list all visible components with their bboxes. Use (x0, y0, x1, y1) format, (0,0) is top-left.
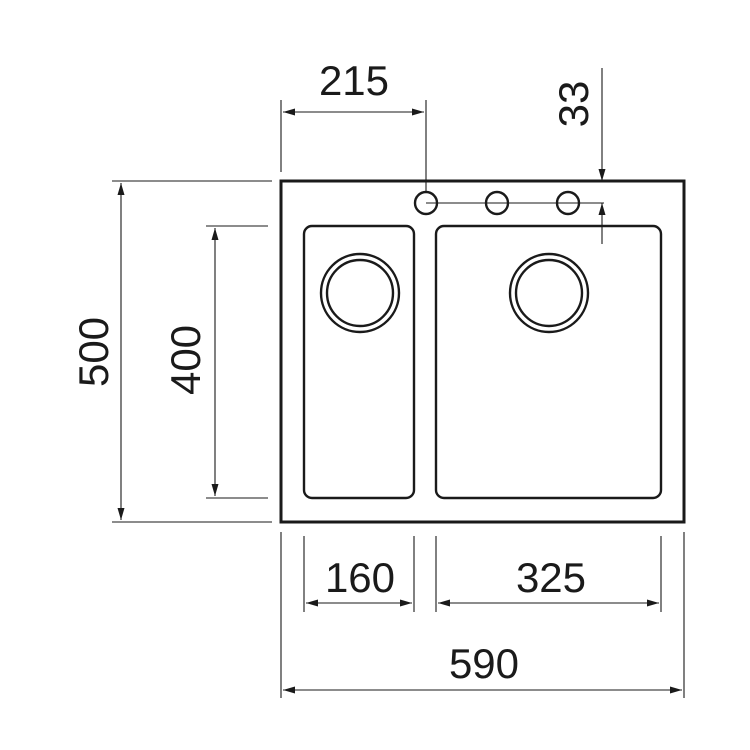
dimension-325-label: 325 (516, 554, 586, 601)
dimension-160-label: 160 (325, 554, 395, 601)
tap-holes (413, 190, 604, 216)
dimension-400: 400 (162, 225, 268, 499)
large-bowl-drain-icon (508, 252, 590, 334)
dimension-215: 215 (280, 57, 427, 192)
small-bowl-drain-icon (319, 252, 401, 334)
sink-outer-rim (279, 179, 686, 524)
dimension-160: 160 (303, 536, 415, 612)
dimension-590: 590 (280, 532, 685, 698)
dimension-33-label: 33 (550, 81, 597, 128)
dimension-500: 500 (70, 180, 272, 523)
large-bowl (434, 224, 663, 500)
dimension-325: 325 (435, 536, 662, 612)
dimension-33: 33 (550, 68, 612, 244)
dimension-500-label: 500 (70, 317, 117, 387)
dimension-215-label: 215 (319, 57, 389, 104)
dimension-400-label: 400 (162, 325, 209, 395)
small-bowl (302, 224, 416, 500)
dimension-590-label: 590 (449, 640, 519, 687)
